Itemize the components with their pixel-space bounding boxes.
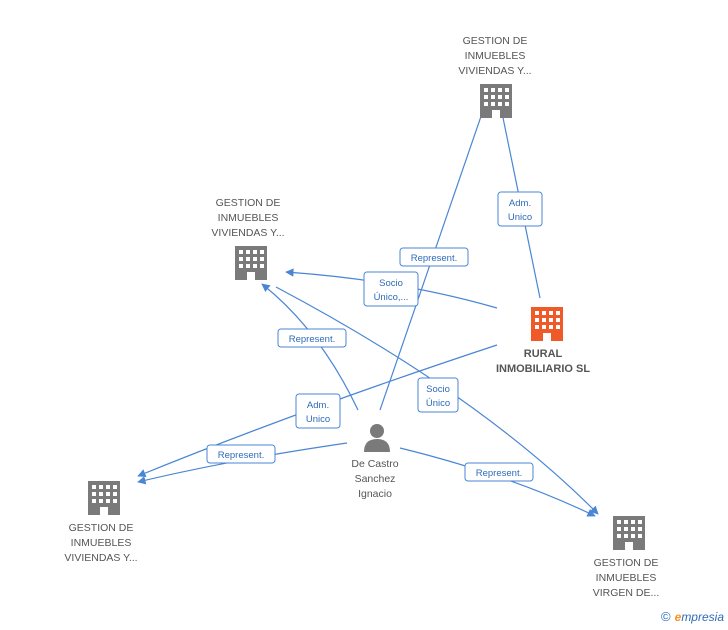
building-icon bbox=[613, 516, 645, 550]
company-name: INMUEBLES bbox=[465, 50, 526, 62]
relation-label-text: Socio bbox=[426, 384, 450, 395]
relation-label-text: Represent. bbox=[476, 468, 522, 479]
relation-label[interactable]: Represent. bbox=[464, 462, 534, 482]
relation-label-text: Adm. bbox=[509, 198, 531, 209]
brand-logo-text: mpresia bbox=[681, 610, 724, 624]
company-name: INMUEBLES bbox=[218, 212, 279, 224]
company-node[interactable]: GESTION DE INMUEBLES VIVIENDAS Y... bbox=[458, 35, 532, 118]
company-node[interactable]: GESTION DE INMUEBLES VIVIENDAS Y... bbox=[64, 481, 138, 564]
company-name: RURAL bbox=[524, 348, 563, 360]
relation-label-text: Represent. bbox=[218, 450, 264, 461]
copyright-icon: © bbox=[661, 609, 671, 624]
company-name: VIVIENDAS Y... bbox=[458, 65, 531, 77]
relation-label-text: Unico bbox=[306, 414, 330, 425]
footer-brand: ©empresia bbox=[661, 609, 724, 624]
company-name: INMOBILIARIO SL bbox=[496, 363, 590, 375]
person-name: Sanchez bbox=[355, 473, 396, 485]
company-name: GESTION DE bbox=[594, 557, 659, 569]
relation-label[interactable]: Adm. Unico bbox=[497, 191, 543, 227]
relation-label[interactable]: Socio Único bbox=[417, 377, 459, 413]
relation-label[interactable]: Represent. bbox=[277, 328, 347, 348]
company-node[interactable]: GESTION DE INMUEBLES VIRGEN DE... bbox=[593, 516, 660, 599]
building-icon bbox=[531, 307, 563, 341]
relation-label-text: Adm. bbox=[307, 400, 329, 411]
brand-logo-initial: e bbox=[674, 610, 682, 624]
company-name: INMUEBLES bbox=[596, 572, 657, 584]
relation-label-text: Represent. bbox=[289, 334, 335, 345]
company-name: INMUEBLES bbox=[71, 537, 132, 549]
person-name: De Castro bbox=[351, 458, 398, 470]
building-icon bbox=[235, 246, 267, 280]
person-icon bbox=[364, 424, 390, 452]
edge-person-to-botright[interactable] bbox=[399, 447, 596, 517]
relation-label[interactable]: Represent. bbox=[399, 247, 469, 267]
relation-label[interactable]: Socio Único,... bbox=[363, 271, 419, 307]
relation-label-text: Único,... bbox=[374, 292, 409, 303]
main-company-node[interactable]: RURAL INMOBILIARIO SL bbox=[496, 307, 590, 375]
relation-label-text: Unico bbox=[508, 212, 532, 223]
relation-label[interactable]: Adm. Unico bbox=[295, 393, 341, 429]
person-node[interactable]: De Castro Sanchez Ignacio bbox=[351, 424, 399, 500]
building-icon bbox=[480, 84, 512, 118]
relation-label-layer: Adm. Unico Represent. Socio Único,... Re… bbox=[206, 191, 543, 482]
company-node[interactable]: GESTION DE INMUEBLES VIVIENDAS Y... bbox=[211, 197, 285, 280]
relation-label-text: Represent. bbox=[411, 253, 457, 264]
company-name: GESTION DE bbox=[69, 522, 134, 534]
company-name: GESTION DE bbox=[463, 35, 528, 47]
person-name: Ignacio bbox=[358, 488, 392, 500]
company-name: VIVIENDAS Y... bbox=[211, 227, 284, 239]
company-name: VIRGEN DE... bbox=[593, 587, 660, 599]
relation-label-text: Único bbox=[426, 398, 450, 409]
relation-label[interactable]: Represent. bbox=[206, 444, 276, 464]
node-layer: GESTION DE INMUEBLES VIVIENDAS Y... GEST… bbox=[64, 35, 659, 599]
company-name: GESTION DE bbox=[216, 197, 281, 209]
relation-label-text: Socio bbox=[379, 278, 403, 289]
company-name: VIVIENDAS Y... bbox=[64, 552, 137, 564]
building-icon bbox=[88, 481, 120, 515]
